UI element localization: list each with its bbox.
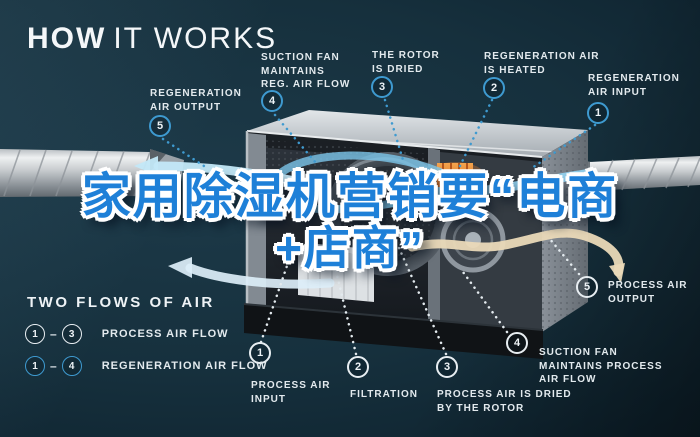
base-plinth [243,303,544,359]
step-badge-process-5: 5 [576,276,598,298]
leader-lines [161,98,597,356]
label-regeneration-air-input: REGENERATION AIR INPUT [588,73,680,98]
step-badge-regeneration-4: 4 [261,90,283,112]
step-badge-regeneration-5: 5 [149,115,171,137]
legend-row-regeneration: 1 – 4 REGENERATION AIR FLOW [25,356,268,376]
label-suction-fan-process: SUCTION FAN MAINTAINS PROCESS AIR FLOW [539,347,663,385]
legend-dash: – [50,359,57,373]
legend-title: TWO FLOWS OF AIR [27,294,215,311]
left-duct [0,149,184,197]
filter [298,243,380,302]
label-regeneration-air-output: REGENERATION AIR OUTPUT [150,88,242,113]
label-rotor-is-dried: THE ROTOR IS DRIED [372,50,440,75]
legend-label-process: PROCESS AIR FLOW [101,328,229,340]
legend-circle-regeneration-to: 4 [61,356,82,376]
step-badge-process-2: 2 [347,356,369,378]
label-regeneration-air-heated: REGENERATION AIR IS HEATED [484,51,600,76]
step-badge-process-1: 1 [249,342,271,364]
step-badge-process-3: 3 [436,356,458,378]
legend-label-regeneration: REGENERATION AIR FLOW [101,360,268,372]
label-suction-fan-reg: SUCTION FAN MAINTAINS REG. AIR FLOW [261,52,351,90]
headline-overlay: 家用除湿机营销要“电商 +店商” [0,172,700,273]
step-badge-regeneration-1: 1 [587,102,609,124]
legend-dash: – [50,327,57,341]
legend-circle-process-from: 1 [25,324,45,344]
label-filtration: FILTRATION [350,389,418,400]
legend-row-process: 1 – 3 PROCESS AIR FLOW [25,324,229,344]
title-bold: HOW [27,22,107,55]
headline-line2: +店商” [275,221,425,274]
title-light: IT WORKS [113,22,278,55]
step-badge-process-4: 4 [506,332,528,354]
legend-circle-regeneration-from: 1 [25,356,45,376]
label-process-air-output: PROCESS AIR OUTPUT [608,280,688,305]
step-badge-regeneration-3: 3 [371,76,393,98]
legend-circle-process-to: 3 [61,324,82,344]
air-ribbons [134,151,625,289]
label-process-air-dried: PROCESS AIR IS DRIED BY THE ROTOR [437,389,572,414]
headline-line1: 家用除湿机营销要“电商 [81,170,619,224]
step-badge-regeneration-2: 2 [483,77,505,99]
label-process-air-input: PROCESS AIR INPUT [251,380,331,405]
